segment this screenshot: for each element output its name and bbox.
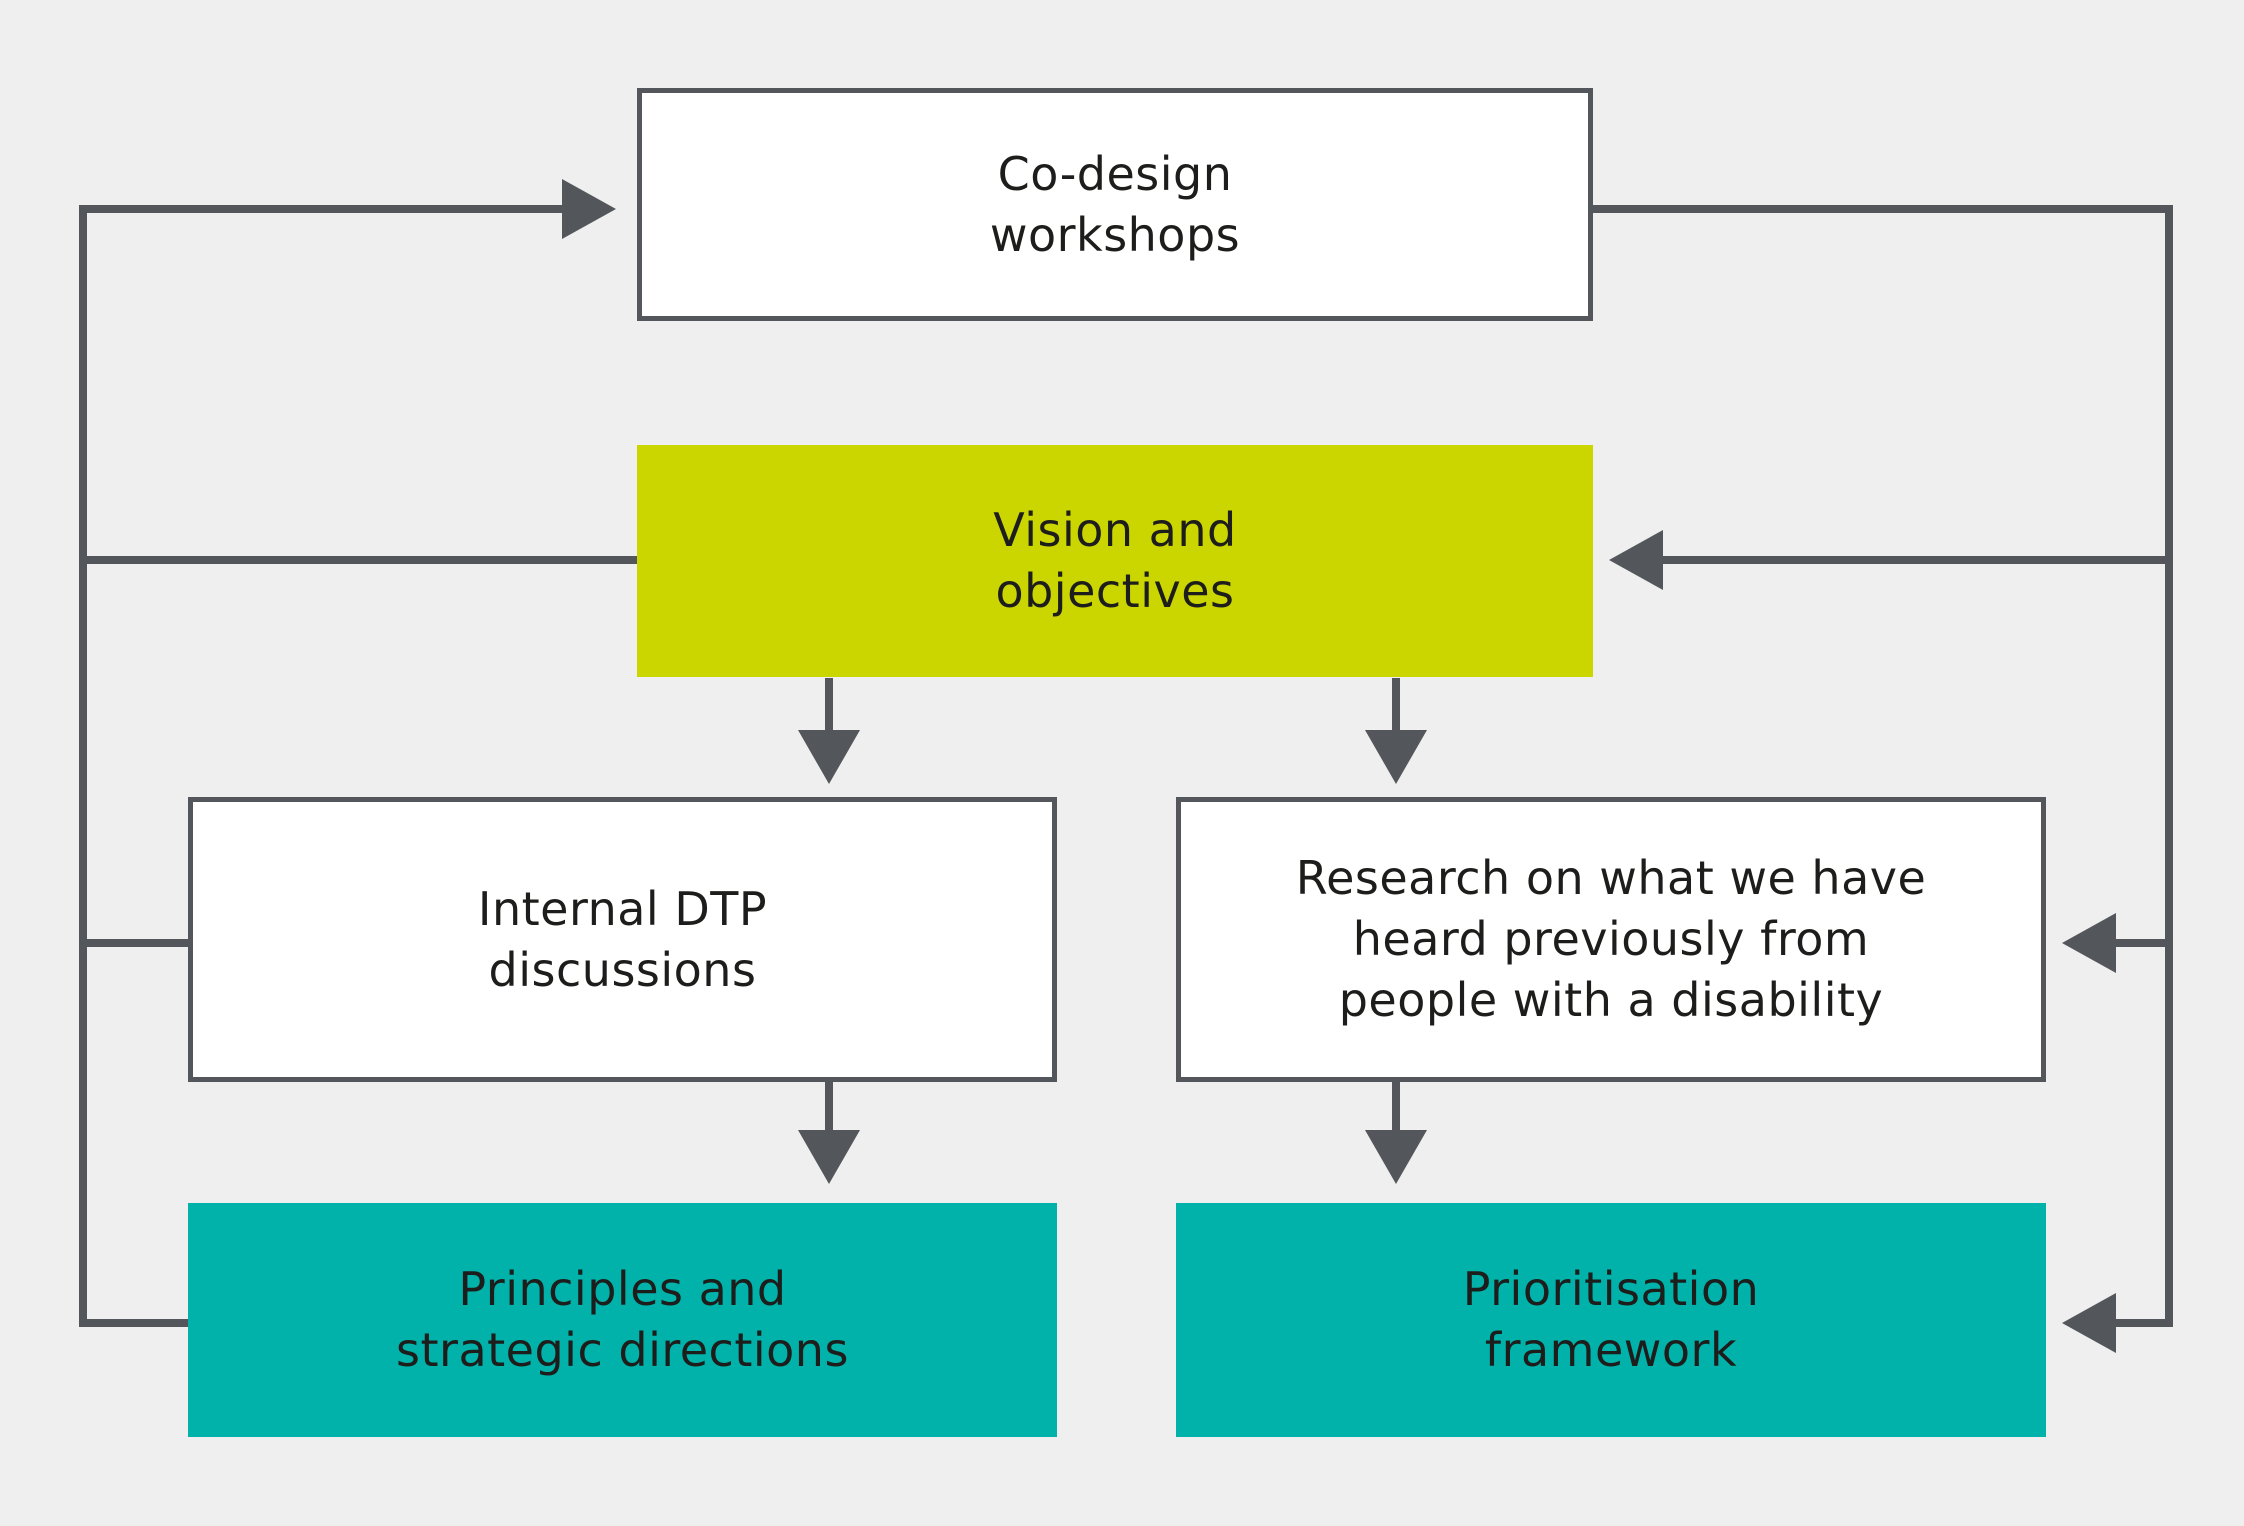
arrowhead-into-vision bbox=[1609, 530, 1663, 590]
research-previous-feedback-box: Research on what we have heard previousl… bbox=[1176, 797, 2046, 1082]
arrowhead-into-research bbox=[2062, 913, 2116, 973]
internal-to-principles-stem bbox=[825, 1082, 833, 1130]
vision-objectives-box: Vision and objectives bbox=[637, 445, 1593, 677]
internal-dtp-discussions-label: Internal DTP discussions bbox=[477, 881, 768, 997]
research-to-prioritisation-arrowhead bbox=[1365, 1130, 1427, 1184]
vision-objectives-label: Vision and objectives bbox=[993, 503, 1237, 618]
left-line-from-vision bbox=[79, 556, 637, 564]
right-line-to-prioritisation bbox=[2116, 1319, 2173, 1327]
internal-dtp-discussions-box: Internal DTP discussions bbox=[188, 797, 1057, 1082]
vision-to-research-stem bbox=[1392, 678, 1400, 730]
prioritisation-framework-label: Prioritisation framework bbox=[1462, 1262, 1760, 1377]
arrowhead-into-codesign bbox=[562, 179, 616, 239]
right-line-to-vision bbox=[1663, 556, 2173, 564]
left-line-from-internal bbox=[79, 939, 188, 947]
left-line-to-codesign bbox=[79, 205, 562, 213]
vision-to-internal-stem bbox=[825, 678, 833, 730]
arrowhead-into-prioritisation bbox=[2062, 1293, 2116, 1353]
prioritisation-framework-box: Prioritisation framework bbox=[1176, 1203, 2046, 1437]
right-line-from-codesign bbox=[1593, 205, 2173, 213]
left-feedback-line-vertical bbox=[79, 205, 87, 1327]
principles-strategic-directions-box: Principles and strategic directions bbox=[188, 1203, 1057, 1437]
research-to-prioritisation-stem bbox=[1392, 1082, 1400, 1130]
codesign-workshops-box: Co-design workshops bbox=[637, 88, 1593, 321]
right-line-to-research bbox=[2116, 939, 2173, 947]
left-line-from-principles bbox=[79, 1319, 188, 1327]
principles-strategic-directions-label: Principles and strategic directions bbox=[396, 1262, 849, 1377]
vision-to-internal-arrowhead bbox=[798, 730, 860, 784]
right-feedback-line-vertical bbox=[2165, 205, 2173, 1327]
codesign-workshops-label: Co-design workshops bbox=[989, 146, 1241, 262]
internal-to-principles-arrowhead bbox=[798, 1130, 860, 1184]
research-previous-feedback-label: Research on what we have heard previousl… bbox=[1295, 851, 1927, 1027]
vision-to-research-arrowhead bbox=[1365, 730, 1427, 784]
